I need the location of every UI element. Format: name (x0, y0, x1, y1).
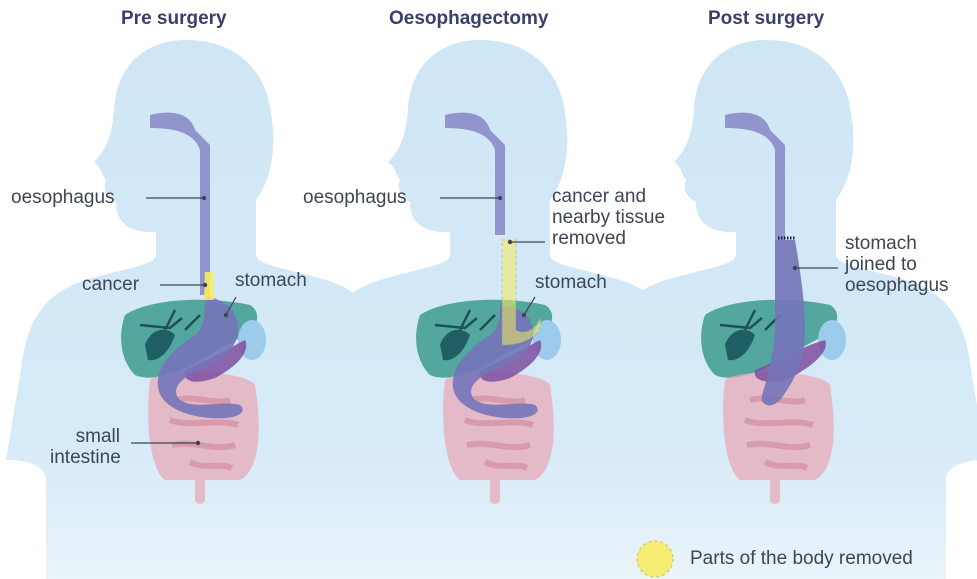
label-stomach: stomach (535, 272, 607, 293)
panel-post-surgery (586, 40, 977, 579)
label-cancer: cancer (82, 274, 139, 295)
label-cancer-removed: cancer and nearby tissue removed (552, 186, 665, 249)
label-oesophagus: oesophagus (303, 187, 407, 208)
removed-legend-swatch (637, 541, 673, 577)
panel-title-pre-surgery: Pre surgery (121, 8, 227, 30)
legend-removed-label: Parts of the body removed (690, 548, 913, 570)
panel-title-post-surgery: Post surgery (708, 8, 824, 30)
label-oesophagus: oesophagus (11, 187, 115, 208)
panel-title-oesophagectomy: Oesophagectomy (389, 8, 548, 30)
label-stomach: stomach (235, 270, 307, 291)
label-small-intestine: small intestine (50, 426, 120, 468)
label-stomach-joined: stomach joined to oesophagus (845, 233, 949, 296)
